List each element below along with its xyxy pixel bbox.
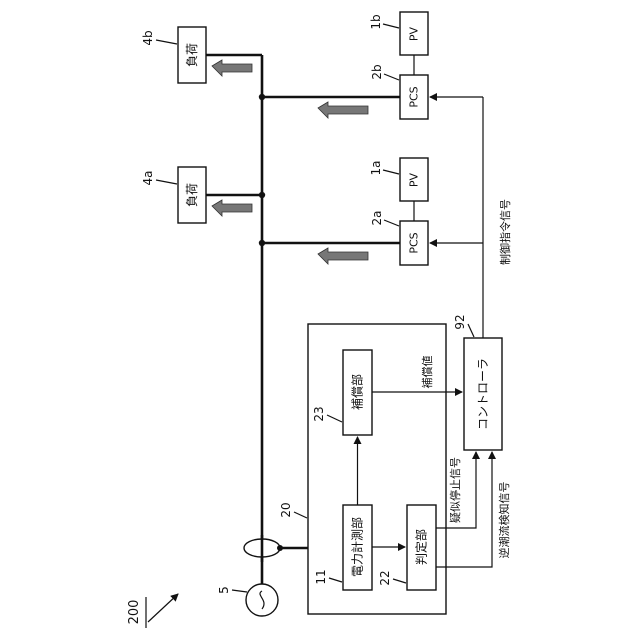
pv-1b-group: PV 1b [369,12,428,55]
reverse-flow-signal: 逆潮流検知信号 [436,452,511,567]
load-4b: 負荷 4b [141,27,262,83]
pcs-2a-label: PCS [408,232,421,253]
load-4a-leader [156,180,177,184]
controller-label: コントローラ [476,358,490,430]
measurement-unit-ref: 20 [279,502,293,517]
figure-label: 200 [127,600,142,625]
judge-ref: 22 [378,570,392,585]
load-4b-ref: 4b [141,30,155,45]
measurement-unit-leader [294,512,307,518]
controller-leader [468,324,474,337]
pcs-2a-flow-arrow [318,248,368,264]
pv-1a-label: PV [408,172,421,187]
pcs-2a-leader [384,220,399,226]
pcs-2b-label: PCS [408,86,421,107]
load-4b-label: 負荷 [185,43,199,67]
meter-ref: 11 [314,569,328,584]
meter-label: 電力計測部 [350,517,365,577]
pv-1b-ref: 1b [369,14,383,29]
control-command-label: 制御指令信号 [498,199,512,265]
load-4a-label: 負荷 [185,183,199,207]
load-4b-flow-arrow [212,60,252,76]
figure-label-arrow [148,594,178,622]
controller-group: コントローラ 92 [453,314,502,450]
grid-label-leader [232,590,247,592]
grid-source: 5 [217,584,278,616]
judge-label: 判定部 [414,529,429,565]
compensation-signal-label: 補償値 [420,356,434,389]
grid-label: 5 [217,586,231,594]
pv-1a-group: PV 1a [369,158,428,201]
comp-label: 補償部 [350,374,365,410]
pcs-2b-leader [384,74,399,80]
pv-1a-ref: 1a [369,161,383,176]
pv-1a-leader [383,170,399,174]
pcs-2b-ref: 2b [370,64,384,79]
pcs-2a-group: PCS 2a [262,201,428,265]
grid-source-circle [246,584,278,616]
pv-1b-label: PV [408,26,421,41]
comp-ref: 23 [312,406,326,421]
load-4a: 負荷 4a [141,167,262,223]
pcs-2b-flow-arrow [318,102,368,118]
load-4a-flow-arrow [212,200,252,216]
pseudo-stop-label: 疑似停止信号 [448,457,462,523]
pv-1b-leader [383,24,399,28]
load-4a-ref: 4a [141,171,155,186]
control-command-signal: 制御指令信号 [430,97,512,338]
load-4b-leader [156,40,177,44]
controller-ref: 92 [453,314,467,329]
reverse-flow-label: 逆潮流検知信号 [497,482,511,559]
pcs-2b-group: PCS 2b [262,55,428,119]
pcs-2a-ref: 2a [370,211,384,226]
figure-label-group: 200 [127,594,178,628]
